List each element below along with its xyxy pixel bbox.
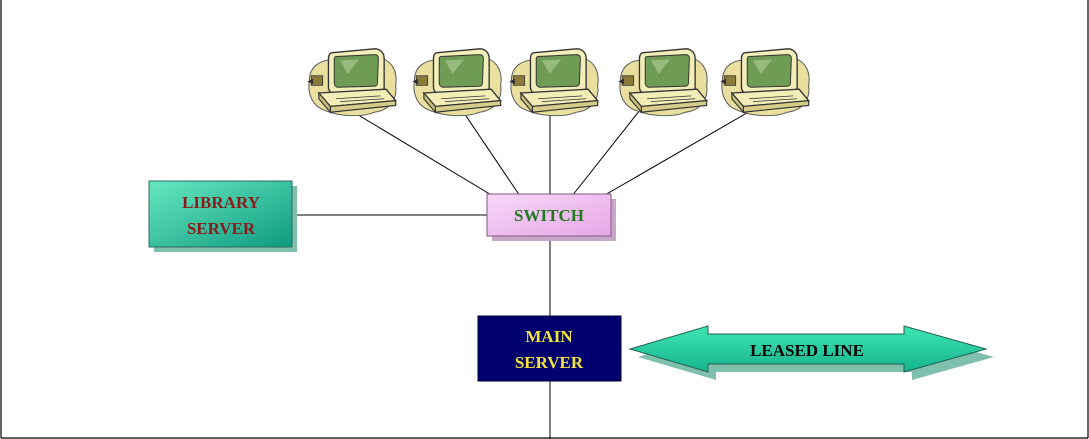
library-server-label-line2: SERVER (187, 219, 256, 238)
leased-line-label: LEASED LINE (750, 341, 864, 360)
workstation-1-computer-icon (306, 48, 397, 117)
switch-box (486, 193, 612, 237)
library-server-node: LIBRARY SERVER (148, 180, 297, 252)
main-server-label-line1: MAIN (525, 327, 573, 346)
library-server-label-line1: LIBRARY (182, 193, 260, 212)
connector-lines (292, 109, 753, 439)
line-pc1-switch (349, 109, 499, 200)
library-server-box (148, 180, 293, 248)
switch-node: SWITCH (486, 193, 616, 241)
main-server-node: MAIN SERVER (477, 315, 622, 382)
line-pc4-switch (571, 109, 641, 197)
main-server-box (477, 315, 622, 382)
line-pc2-switch (461, 109, 521, 197)
line-pc5-switch (597, 109, 753, 200)
workstation-4-computer-icon (617, 48, 708, 117)
workstation-2-computer-icon (411, 48, 502, 117)
switch-label: SWITCH (514, 206, 584, 225)
double-arrow-icon (628, 325, 988, 373)
workstation-5-computer-icon (719, 48, 810, 117)
workstations (306, 48, 810, 117)
leased-line-arrow: LEASED LINE (628, 325, 994, 380)
workstation-3-computer-icon (508, 48, 599, 117)
main-server-label-line2: SERVER (515, 353, 584, 372)
